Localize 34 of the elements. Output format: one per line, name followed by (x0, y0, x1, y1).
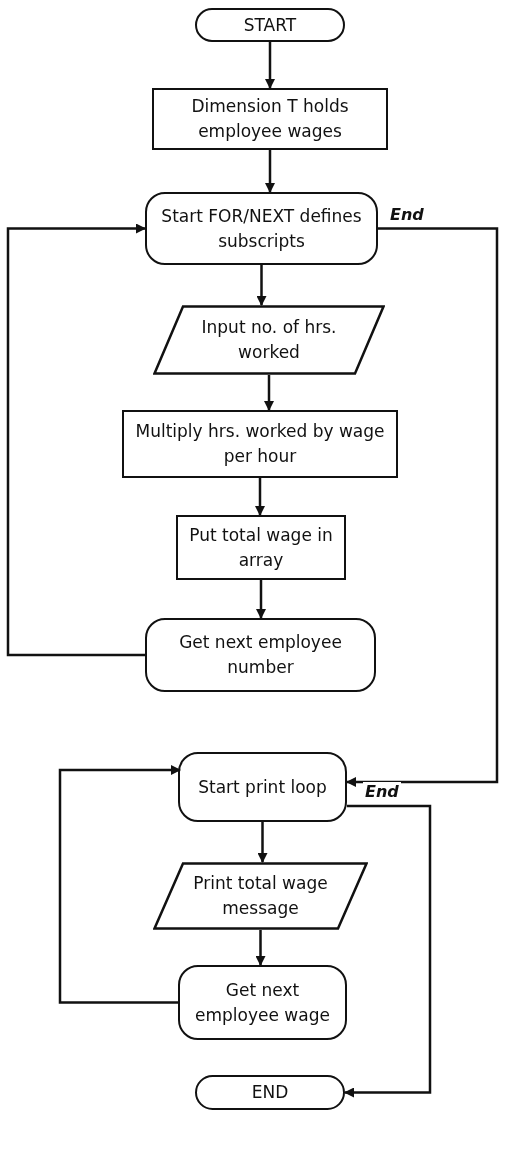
terminal-shape (195, 8, 345, 42)
input-output-parallelogram (153, 862, 368, 930)
node-text: Start FOR/NEXT defines subscripts (160, 204, 363, 253)
rounded-box (145, 192, 378, 265)
arrow (256, 580, 266, 619)
rounded-box (178, 752, 347, 822)
arrow (265, 42, 275, 89)
process-box (152, 88, 388, 150)
arrow (346, 227, 499, 787)
process-box (122, 410, 398, 478)
input-output-parallelogram (153, 305, 385, 375)
arrow (58, 765, 181, 1004)
arrow (265, 150, 275, 193)
node-text: Dimension T holds employee wages (190, 95, 350, 143)
node-text: Input no. of hrs. worked (200, 316, 338, 364)
arrow (257, 822, 268, 863)
arrow (255, 930, 266, 966)
rounded-box (178, 965, 347, 1040)
process-box (176, 515, 346, 580)
node-text: Multiply hrs. worked by wage per hour (134, 420, 386, 468)
terminal-shape (195, 1075, 345, 1110)
node-text: Put total wage in array (188, 523, 334, 572)
arrow (256, 265, 267, 306)
arrow (264, 375, 274, 411)
node-text: Print total wage message (192, 872, 329, 920)
arrow (255, 478, 265, 516)
rounded-box (145, 618, 376, 692)
node-text: Get next employee wage (194, 978, 331, 1027)
arrow (344, 804, 432, 1098)
arrow (6, 223, 146, 657)
node-text: START (242, 13, 298, 37)
node-text: Start print loop (197, 775, 328, 799)
node-text: END (250, 1081, 290, 1105)
node-text: Get next employee number (178, 631, 343, 679)
